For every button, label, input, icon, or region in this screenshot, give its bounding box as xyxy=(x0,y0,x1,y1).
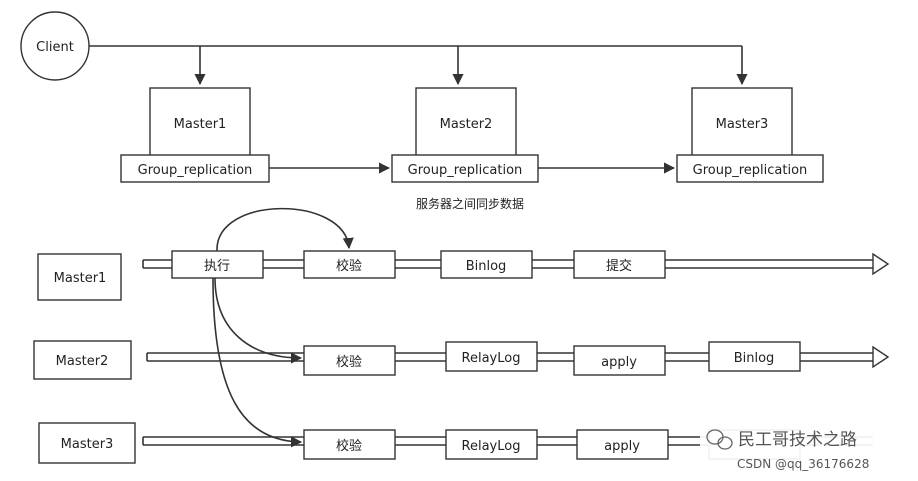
watermark-backdrop xyxy=(700,425,905,477)
lane1-step-commit: 提交 xyxy=(606,258,632,274)
master3-label: Master3 xyxy=(716,117,769,132)
lane1-label: Master1 xyxy=(54,271,107,286)
lane1-step-binlog: Binlog xyxy=(466,259,507,274)
lane3-label: Master3 xyxy=(61,437,114,452)
lane1-step-execute-box xyxy=(171,250,264,279)
lane2-step-binlog-box xyxy=(708,341,801,372)
top-master-2: Master2 Group_replication xyxy=(391,87,539,183)
top-master-3: Master3 Group_replication xyxy=(676,87,824,183)
lane2-step-verify: 校验 xyxy=(336,354,362,370)
lane3-step-verify: 校验 xyxy=(336,438,362,454)
lane-master1: Master1 执行 校验 Binlog 提交 xyxy=(37,250,890,301)
group-replication-1-label: Group_replication xyxy=(138,163,253,178)
sync-caption: 服务器之间同步数据 xyxy=(416,196,524,211)
lane1-step-binlog-box xyxy=(440,250,533,279)
lane2-step-apply: apply xyxy=(601,355,637,370)
group-replication-2-label: Group_replication xyxy=(408,163,523,178)
master1-label: Master1 xyxy=(174,117,227,132)
master2-box xyxy=(415,87,517,157)
lane2-step-verify-box xyxy=(303,345,396,376)
wechat-icon xyxy=(706,429,733,450)
top-master-1: Master1 Group_replication xyxy=(120,87,270,183)
lane3-step-apply-box xyxy=(576,429,669,460)
lane1-step-execute: 执行 xyxy=(204,259,230,274)
client-label: Client xyxy=(36,40,74,55)
lane1-label-box xyxy=(37,253,122,301)
watermark: 民工哥技术之路 CSDN @qq_36176628 xyxy=(700,425,905,477)
group-replication-1-box xyxy=(120,154,270,183)
lane1-arrowhead xyxy=(872,252,890,276)
lane3-step-verify-box xyxy=(303,429,396,460)
client-node: Client xyxy=(20,11,90,81)
execute-to-master2-verify-curve-arrow xyxy=(214,277,303,364)
client-distribution-lines xyxy=(89,45,748,86)
lane1-step-commit-box xyxy=(573,250,666,279)
lane2-arrowhead xyxy=(872,345,890,369)
group-replication-2-box xyxy=(391,154,539,183)
lane1-step-verify: 校验 xyxy=(336,258,362,274)
lane1-step-verify-box xyxy=(303,250,396,279)
execute-to-master3-verify-curve-arrow xyxy=(212,277,303,448)
lane2-label-box xyxy=(33,340,132,380)
lane2-step-binlog: Binlog xyxy=(734,351,775,366)
group-replication-3-box xyxy=(676,154,824,183)
lane2-step-apply-box xyxy=(573,345,666,376)
client-circle xyxy=(20,11,90,81)
lane3-step-relaylog: RelayLog xyxy=(462,439,521,454)
lane3-step-relaylog-box xyxy=(445,429,538,460)
group-replication-3-label: Group_replication xyxy=(693,163,808,178)
lane3-step-apply: apply xyxy=(604,439,640,454)
lane2-step-relaylog: RelayLog xyxy=(462,351,521,366)
lane-master2: Master2 校验 RelayLog apply Binlog xyxy=(33,340,890,380)
master3-box xyxy=(691,87,793,157)
watermark-title: 民工哥技术之路 xyxy=(738,430,857,450)
master2-label: Master2 xyxy=(440,117,493,132)
lane3-label-box xyxy=(38,422,136,464)
lane2-label: Master2 xyxy=(56,354,109,369)
execute-to-verify-curve-arrow xyxy=(216,207,354,252)
watermark-credit: CSDN @qq_36176628 xyxy=(737,457,869,471)
lane2-step-relaylog-box xyxy=(445,341,538,372)
